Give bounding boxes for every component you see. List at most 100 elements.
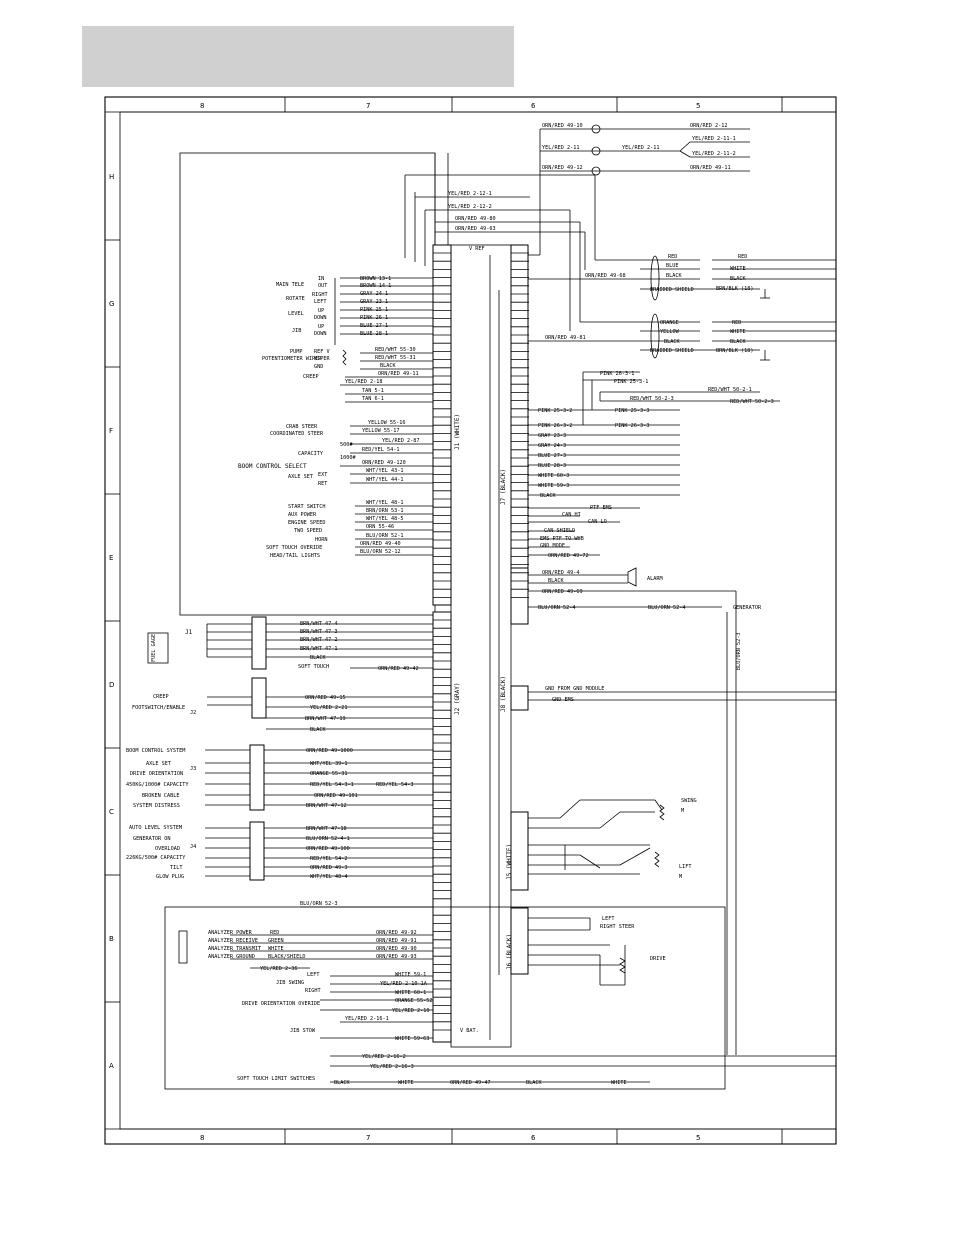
fuel-gauge-label: FUEL GAGE: [151, 634, 157, 662]
j1-left-label: J1: [185, 629, 193, 636]
pot-label: PUMP: [290, 349, 303, 355]
soft-touch-limits-label: SOFT TOUCH LIMIT SWITCHES: [237, 1076, 315, 1082]
steer-label: LEFT: [602, 916, 615, 922]
wire-label: YEL/RED 2-36: [260, 966, 297, 972]
j6-connector-body: [510, 907, 529, 975]
cable-wire: BRN/BLK (18): [716, 348, 753, 354]
wire-label: ORN/RED 49-68: [585, 273, 626, 279]
j8-label: J8 (BLACK): [500, 676, 507, 712]
wire-label: ORN 55-46: [366, 524, 394, 530]
wire-label: BLUE 27-3: [538, 453, 566, 459]
wire-label: YEL/RED 2-16-1: [345, 1016, 389, 1022]
wire-label: YEL/RED 2-11-1: [692, 136, 736, 142]
soft-touch-label: SOFT TOUCH: [298, 664, 329, 670]
pot-sub: GND: [314, 364, 323, 370]
wire-label: ORN/RED 49-63: [455, 226, 496, 232]
pot-sub: REF V: [314, 349, 330, 355]
cable-wire: BRN/BLK (18): [716, 286, 753, 292]
drive-label: DRIVE: [650, 956, 666, 962]
bottom-section: BLU/ORN 52-3 ANALYZER POWER RED ORN/RED …: [178, 901, 836, 1086]
j8-connector-body: [510, 685, 529, 711]
group-label: HEAD/TAIL LIGHTS: [270, 553, 320, 559]
wire-label: YEL/RED 2-11-2: [692, 151, 736, 157]
outer-frame: [104, 96, 837, 1145]
group-label: START SWITCH: [288, 504, 325, 510]
row-label: C: [109, 808, 114, 816]
wire-label: BLU/ORN 52-3: [736, 633, 742, 670]
j7-pins: [511, 252, 529, 598]
wire-label: BLACK: [310, 727, 326, 733]
wire-label: ORN/RED 2-12: [690, 123, 727, 129]
group-label: BOOM CONTROL SYSTEM: [126, 748, 185, 754]
wire-label: RED/WHT 50-2-3: [630, 396, 674, 402]
j1-pins: [433, 252, 451, 598]
analyzer-label: ANALYZER POWER: [208, 930, 253, 936]
group-label: HORN: [315, 537, 328, 543]
group-label: OVERLOAD: [155, 846, 180, 852]
wire-label: RED/YEL 54-2: [310, 856, 347, 862]
group-sub: DOWN: [314, 315, 327, 321]
row-label: G: [109, 300, 114, 308]
wire-label: TAN 5-1: [362, 388, 384, 394]
wire-label: ORANGE 55-52: [395, 998, 432, 1004]
cable-wire: BRAIDED SHIELD: [650, 348, 694, 354]
group-label: GENERATOR ON: [133, 836, 170, 842]
row-label: F: [109, 427, 113, 435]
group-label: CAPACITY: [298, 451, 324, 457]
wire-label: WHITE: [611, 1080, 627, 1086]
group-label: SYSTEM DISTRESS: [133, 803, 180, 809]
group-sub: UP: [318, 308, 324, 314]
wire-label: BLACK: [526, 1080, 542, 1086]
jib-left: LEFT: [307, 972, 320, 978]
wire-label: YEL/RED 2-10: [392, 1008, 429, 1014]
wire-label: BLACK: [380, 363, 396, 369]
j2-label: J2 (GRAY): [454, 682, 461, 715]
pump-pot: PUMP POTENTIOMETER WIPER REF V WIPER GND…: [262, 347, 433, 403]
cable-wire: BLACK: [730, 276, 746, 282]
group-sub: UP: [318, 324, 324, 330]
cable-wire: BLACK: [730, 339, 746, 345]
analyzer-label: ANALYZER TRANSMIT: [208, 946, 261, 952]
row-label: D: [109, 681, 114, 689]
wire-label: BLU/ORN 52-4-1: [306, 836, 350, 842]
group-label: BROKEN CABLE: [142, 793, 179, 799]
wire-label: RED/WHT 55-30: [375, 347, 416, 353]
cable-wire: BRAIDED SHIELD: [650, 287, 694, 293]
wire-label: BLACK: [540, 493, 556, 499]
steer-label: RIGHT STEER: [600, 924, 635, 930]
col-label: 7: [366, 102, 370, 110]
can-wire: ORN/RED 49-72: [548, 553, 589, 559]
cable-wire: RED: [738, 254, 747, 260]
group-label: AUX POWER: [288, 512, 317, 518]
inner-frame: [119, 111, 837, 1130]
analyzer-color: WHITE: [268, 946, 284, 952]
wire-label: ORN/RED 49-81: [545, 335, 586, 341]
wire-label: GND EMS: [552, 697, 574, 703]
group-label: JIB: [292, 328, 301, 334]
footswitch-label: FOOTSWITCH/ENABLE: [132, 705, 185, 711]
wire-label: BLUE 28-3: [538, 463, 566, 469]
wire-label: WHT/YEL 48-1: [366, 500, 403, 506]
wire-label: YEL/RED 2-11: [622, 145, 659, 151]
lift-label: LIFT: [679, 864, 692, 870]
row-label: B: [109, 935, 114, 943]
can-wire: CAN HI: [562, 512, 581, 518]
group-sub: LEFT: [314, 299, 327, 305]
row-label: E: [109, 554, 113, 562]
col-label: 6: [531, 102, 536, 110]
wire-label: ORN/RED 49-1000: [306, 748, 353, 754]
group-label: 226KG/500# CAPACITY: [126, 855, 186, 861]
jib-swing-label: JIB SWING: [276, 980, 304, 986]
group-label: TILT: [170, 865, 183, 871]
j1-label: J1 (WHITE): [454, 414, 461, 450]
j2-creep: CREEP FOOTSWITCH/ENABLE J2 ORN/RED 49-15…: [132, 677, 433, 733]
group-label: ROTATE: [286, 296, 305, 302]
wire-label: ORN/RED 49-80: [455, 216, 496, 222]
wire-label: GRAY 24-3: [538, 443, 566, 449]
wire-label: YELLOW 55-16: [368, 420, 405, 426]
row-label: A: [109, 1062, 114, 1070]
j7-lower-connector-body: [510, 567, 529, 625]
wire-label: PINK 26-3-3: [615, 423, 649, 429]
wire-label: YEL/RED 2-21: [310, 705, 347, 711]
